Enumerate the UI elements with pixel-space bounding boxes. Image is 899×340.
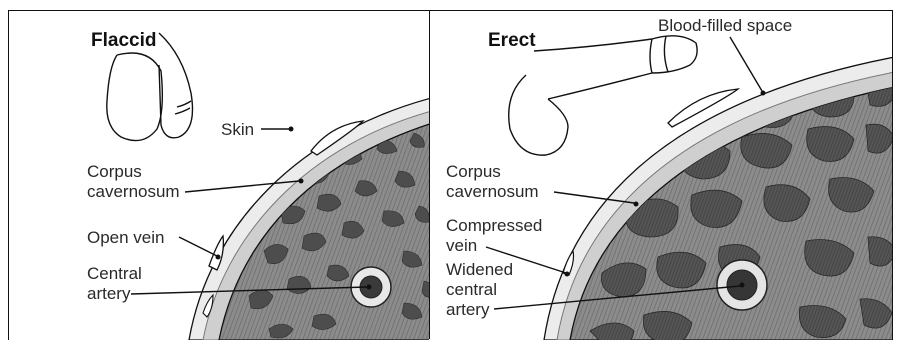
erect-illustration: Erect Blood-filled space Corpus cavernos… [430,11,892,340]
central-artery-label-line1: Central [87,264,142,283]
erect-title: Erect [488,30,536,51]
flaccid-title: Flaccid [91,30,156,51]
compressed-vein-label-line1: Compressed [446,216,542,235]
widened-artery-label-line1: Widened [446,260,513,279]
open-vein-label: Open vein [87,228,165,247]
erect-penis-icon [509,36,697,155]
blood-filled-space-label: Blood-filled space [658,16,792,35]
corpus-label-line2: cavernosum [446,182,539,201]
flaccid-illustration: Flaccid Skin Corpus cavernosum Open vein… [9,11,429,340]
corpus-label-line1: Corpus [446,162,501,181]
central-artery-label-line2: artery [87,284,131,303]
flaccid-panel: Flaccid Skin Corpus cavernosum Open vein… [8,10,429,340]
corpus-label-line2: cavernosum [87,182,180,201]
erect-panel: Erect Blood-filled space Corpus cavernos… [430,10,893,340]
compressed-vein-label-line2: vein [446,236,477,255]
corpus-label-line1: Corpus [87,162,142,181]
widened-artery-label-line3: artery [446,300,490,319]
widened-artery-label-line2: central [446,280,497,299]
skin-label: Skin [221,120,254,139]
